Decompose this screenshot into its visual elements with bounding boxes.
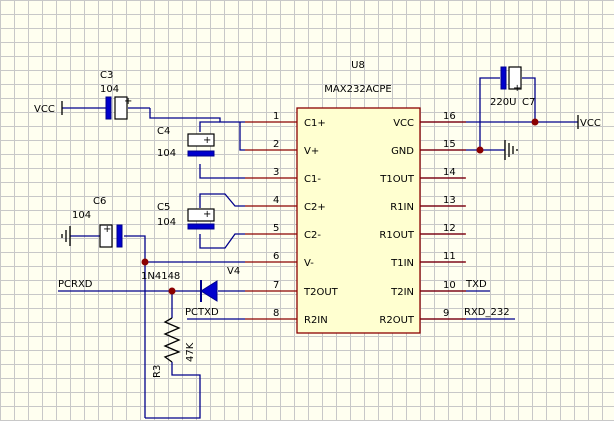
v4-ref: V4 <box>227 266 240 277</box>
wire-c7-left <box>479 77 500 150</box>
pin-num-6: 6 <box>273 251 279 262</box>
c3-value: 104 <box>100 84 119 95</box>
wire-r3-bottom <box>145 362 201 419</box>
pin-num-1: 1 <box>273 111 279 122</box>
wire-c4-pin3 <box>199 164 245 179</box>
chip-designator: U8 <box>351 60 365 71</box>
c6-value: 104 <box>72 210 91 221</box>
junction-vminus <box>141 258 149 266</box>
pin-num-8: 8 <box>273 308 279 319</box>
left-pin-stubs <box>245 121 297 320</box>
diode-v4[interactable] <box>200 280 218 302</box>
net-label-pctxd: PCTXD <box>185 307 219 318</box>
wire-c3-pin1 <box>149 108 245 123</box>
svg-text:+: + <box>124 96 132 107</box>
pin-num-15: 15 <box>443 139 456 150</box>
pin-num-9: 9 <box>443 308 449 319</box>
pin-name-1: C1+ <box>304 118 326 129</box>
c6-ref: C6 <box>93 196 106 207</box>
pin-num-12: 12 <box>443 223 456 234</box>
wire-c5-pin4 <box>199 193 245 208</box>
net-label-pcrxd: PCRXD <box>58 279 93 290</box>
c7-value: 220U <box>490 97 516 108</box>
pin-name-4: C2+ <box>304 202 326 213</box>
pin-name-6: V- <box>304 258 314 269</box>
c4-value: 104 <box>157 148 176 159</box>
svg-text:+: + <box>203 135 211 146</box>
right-pin-stubs <box>420 121 466 320</box>
r3-value: 47K <box>185 342 196 362</box>
c5-ref: C5 <box>157 202 170 213</box>
v4-value: 1N4148 <box>141 271 180 282</box>
max232-chip-body[interactable] <box>296 107 421 334</box>
junction-vcc <box>531 118 539 126</box>
capacitor-c4[interactable]: + <box>187 133 215 157</box>
net-label-txd: TXD <box>465 279 487 290</box>
wire-c5-pin5 <box>199 233 245 249</box>
pin-num-7: 7 <box>273 280 279 291</box>
c5-value: 104 <box>157 217 176 228</box>
pin-name-3: C1- <box>304 174 321 185</box>
junction-pcrxd <box>168 287 176 295</box>
pin-name-15: GND <box>391 146 414 157</box>
left-pin-names: C1+ V+ C1- C2+ C2- V- T2OUT R2IN <box>303 118 339 326</box>
right-pin-numbers: 16 15 14 13 12 11 10 9 <box>443 111 456 319</box>
junction-dots <box>141 118 539 295</box>
chip-part-number: MAX232ACPE <box>324 84 391 95</box>
left-pin-numbers: 1 2 3 4 5 6 7 8 <box>273 111 279 319</box>
c7-ref: C7 <box>522 97 535 108</box>
pin-name-8: R2IN <box>304 315 328 326</box>
right-pin-names: VCC GND T1OUT R1IN R1OUT T1IN T2IN R2OUT <box>379 118 415 326</box>
pin-name-11: T1IN <box>390 258 414 269</box>
ground-icon-right <box>504 140 518 160</box>
junction-gnd <box>476 146 484 154</box>
pin-name-9: R2OUT <box>379 315 415 326</box>
pin-num-3: 3 <box>273 167 279 178</box>
svg-text:+: + <box>203 209 211 220</box>
svg-text:+: + <box>513 83 521 94</box>
net-label-vcc-left: VCC <box>34 104 55 115</box>
pin-name-16: VCC <box>393 118 414 129</box>
svg-text:+: + <box>103 224 111 235</box>
wire-c6-vminus <box>124 235 245 263</box>
c4-ref: C4 <box>157 126 170 137</box>
ground-icon-left <box>61 226 71 246</box>
wire-c4-top <box>199 121 220 132</box>
c3-ref: C3 <box>100 70 113 81</box>
pin-num-13: 13 <box>443 195 456 206</box>
wire-c7-right <box>522 77 536 122</box>
net-label-vcc-right: VCC <box>580 118 601 129</box>
pin-name-7: T2OUT <box>303 287 339 298</box>
pin-num-14: 14 <box>443 167 456 178</box>
pin-name-12: R1OUT <box>379 230 415 241</box>
r3-ref: R3 <box>152 365 163 378</box>
capacitor-c6[interactable]: + <box>99 224 123 248</box>
pin-name-14: T1OUT <box>379 174 415 185</box>
capacitor-c3[interactable]: + <box>105 96 132 120</box>
pin-num-16: 16 <box>443 111 456 122</box>
pin-num-2: 2 <box>273 139 279 150</box>
capacitor-c5[interactable]: + <box>187 208 215 230</box>
net-label-rxd232: RXD_232 <box>464 307 510 318</box>
pin-name-5: C2- <box>304 230 321 241</box>
pin-num-10: 10 <box>443 280 456 291</box>
pin-num-11: 11 <box>443 251 456 262</box>
resistor-r3[interactable] <box>163 317 181 363</box>
pin-num-5: 5 <box>273 223 279 234</box>
pin-name-2: V+ <box>304 146 319 157</box>
wire-pin2-vplus <box>239 122 245 151</box>
capacitor-c7[interactable]: + <box>500 66 522 94</box>
pin-num-4: 4 <box>273 195 279 206</box>
pin-name-13: R1IN <box>390 202 414 213</box>
pin-name-10: T2IN <box>390 287 414 298</box>
